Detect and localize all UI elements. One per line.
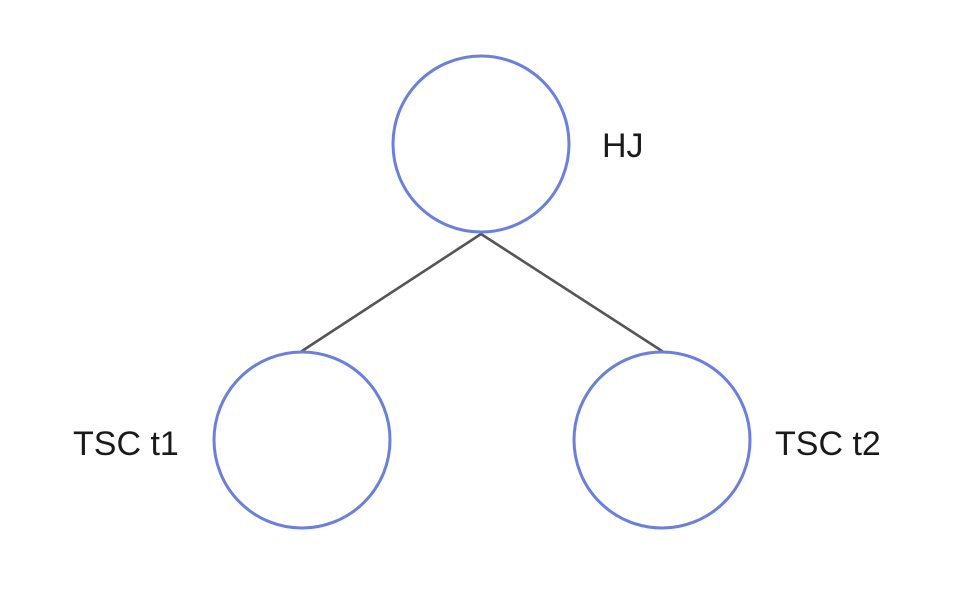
node-tsc-t2-circle: [572, 350, 752, 530]
edge-hj-tsc-t2: [479, 232, 664, 353]
node-tsc-t1-label: TSC t1: [73, 425, 179, 463]
node-hj-label: HJ: [602, 127, 644, 165]
node-hj-circle: [391, 54, 571, 234]
node-tsc-t2-label: TSC t2: [775, 425, 881, 463]
edge-hj-tsc-t1: [300, 232, 483, 353]
node-hj: HJ: [391, 54, 644, 234]
node-tsc-t1-circle: [212, 350, 392, 530]
node-tsc-t1: TSC t1: [73, 350, 392, 530]
node-tsc-t2: TSC t2: [572, 350, 881, 530]
